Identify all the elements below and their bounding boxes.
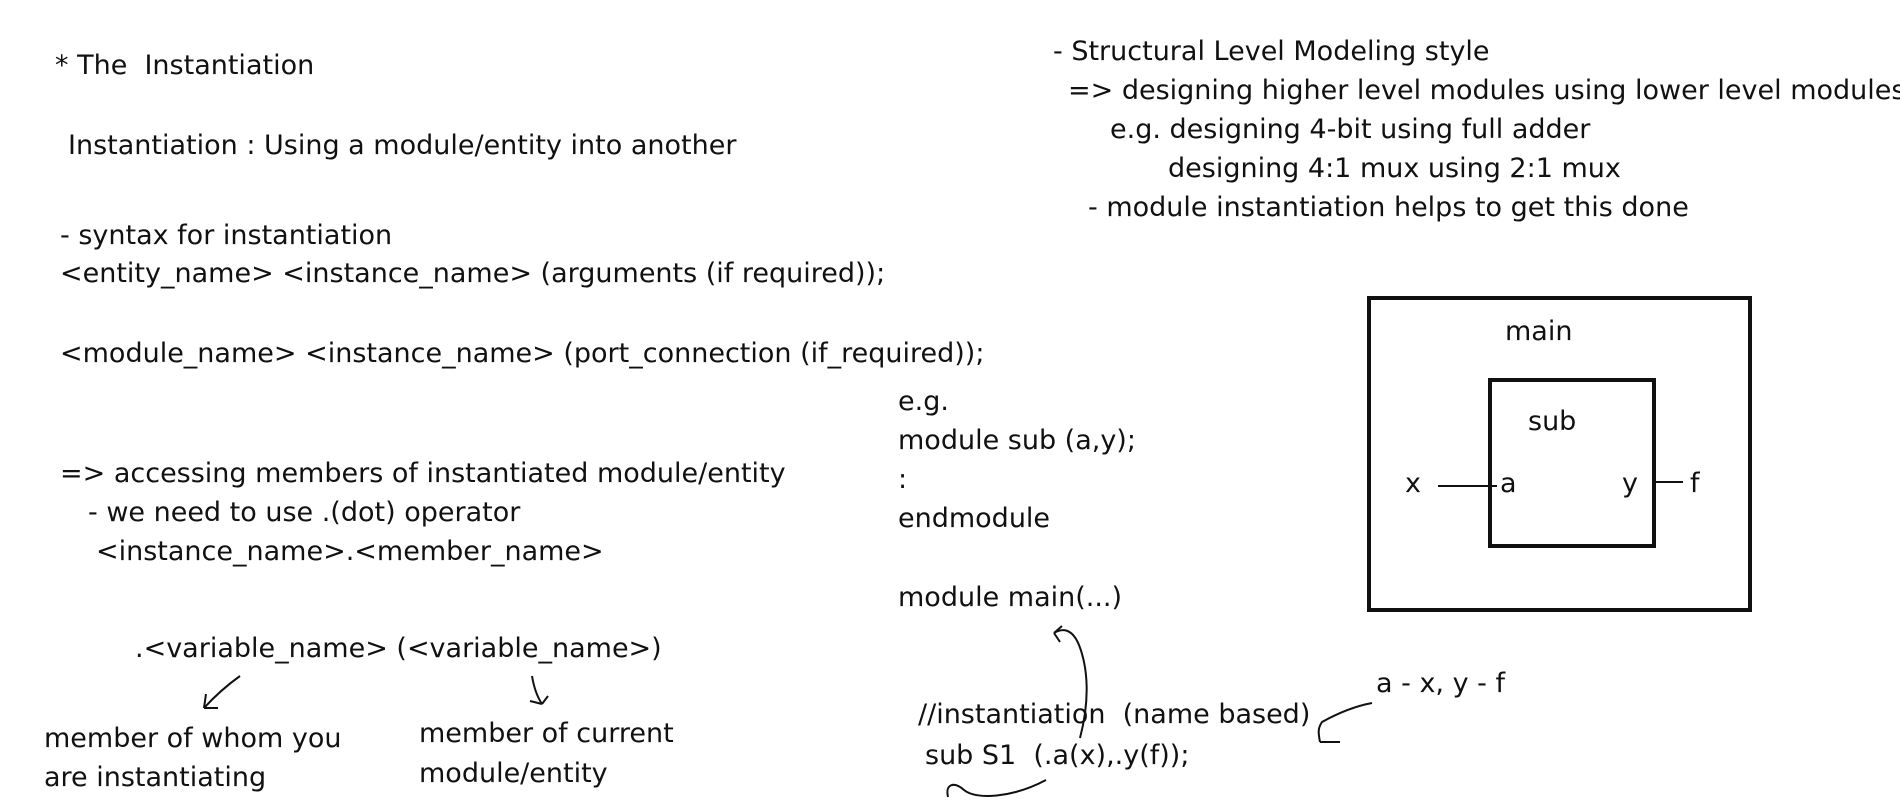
arrow-to-left-member <box>203 675 241 709</box>
code-colon: : <box>898 464 908 495</box>
syntax-title: - syntax for instantiation <box>60 220 393 251</box>
main-module-label: main <box>1505 316 1573 347</box>
port-a-label: a <box>1500 468 1517 499</box>
arrowhead-right-member <box>529 695 549 705</box>
access-title: => accessing members of instantiated mod… <box>60 458 786 489</box>
instantiation-help: - module instantiation helps to get this… <box>1088 192 1689 223</box>
variable-syntax: .<variable_name> (<variable_name>) <box>135 633 662 664</box>
code-comment: //instantiation (name based) <box>918 699 1311 730</box>
underline-curl <box>946 779 1047 798</box>
arrow-to-mapping <box>1317 702 1373 743</box>
member-left-line1: member of whom you <box>44 723 342 754</box>
code-instance: sub S1 (.a(x),.y(f)); <box>925 740 1190 771</box>
port-y-label: y <box>1622 468 1638 499</box>
heading: * The Instantiation <box>55 50 315 81</box>
port-f-label: f <box>1690 468 1700 499</box>
dot-syntax: <instance_name>.<member_name> <box>96 536 604 567</box>
definition: Instantiation : Using a module/entity in… <box>68 130 737 161</box>
sub-module-box <box>1488 378 1656 548</box>
example-2: designing 4:1 mux using 2:1 mux <box>1168 153 1621 184</box>
code-eg: e.g. <box>898 386 949 417</box>
member-right-line1: member of current <box>419 718 674 749</box>
arrowhead-module-main <box>1053 625 1063 643</box>
member-left-line2: are instantiating <box>44 762 267 793</box>
code-endmodule: endmodule <box>898 503 1051 534</box>
syntax-module: <module_name> <instance_name> (port_conn… <box>60 338 985 369</box>
structural-title: - Structural Level Modeling style <box>1053 36 1490 67</box>
code-mapping: a - x, y - f <box>1376 668 1505 699</box>
arrowhead-left-member <box>203 693 218 709</box>
syntax-entity: <entity_name> <instance_name> (arguments… <box>60 258 886 289</box>
structural-desc: => designing higher level modules using … <box>1068 75 1900 106</box>
dot-operator: - we need to use .(dot) operator <box>88 497 521 528</box>
member-right-line2: module/entity <box>419 758 608 789</box>
arrow-to-right-member <box>531 675 543 705</box>
port-x-label: x <box>1405 468 1421 499</box>
code-module-main: module main(...) <box>898 582 1123 613</box>
example-1: e.g. designing 4-bit using full adder <box>1110 114 1591 145</box>
sub-module-label: sub <box>1528 406 1577 437</box>
code-module-sub: module sub (a,y); <box>898 425 1136 456</box>
